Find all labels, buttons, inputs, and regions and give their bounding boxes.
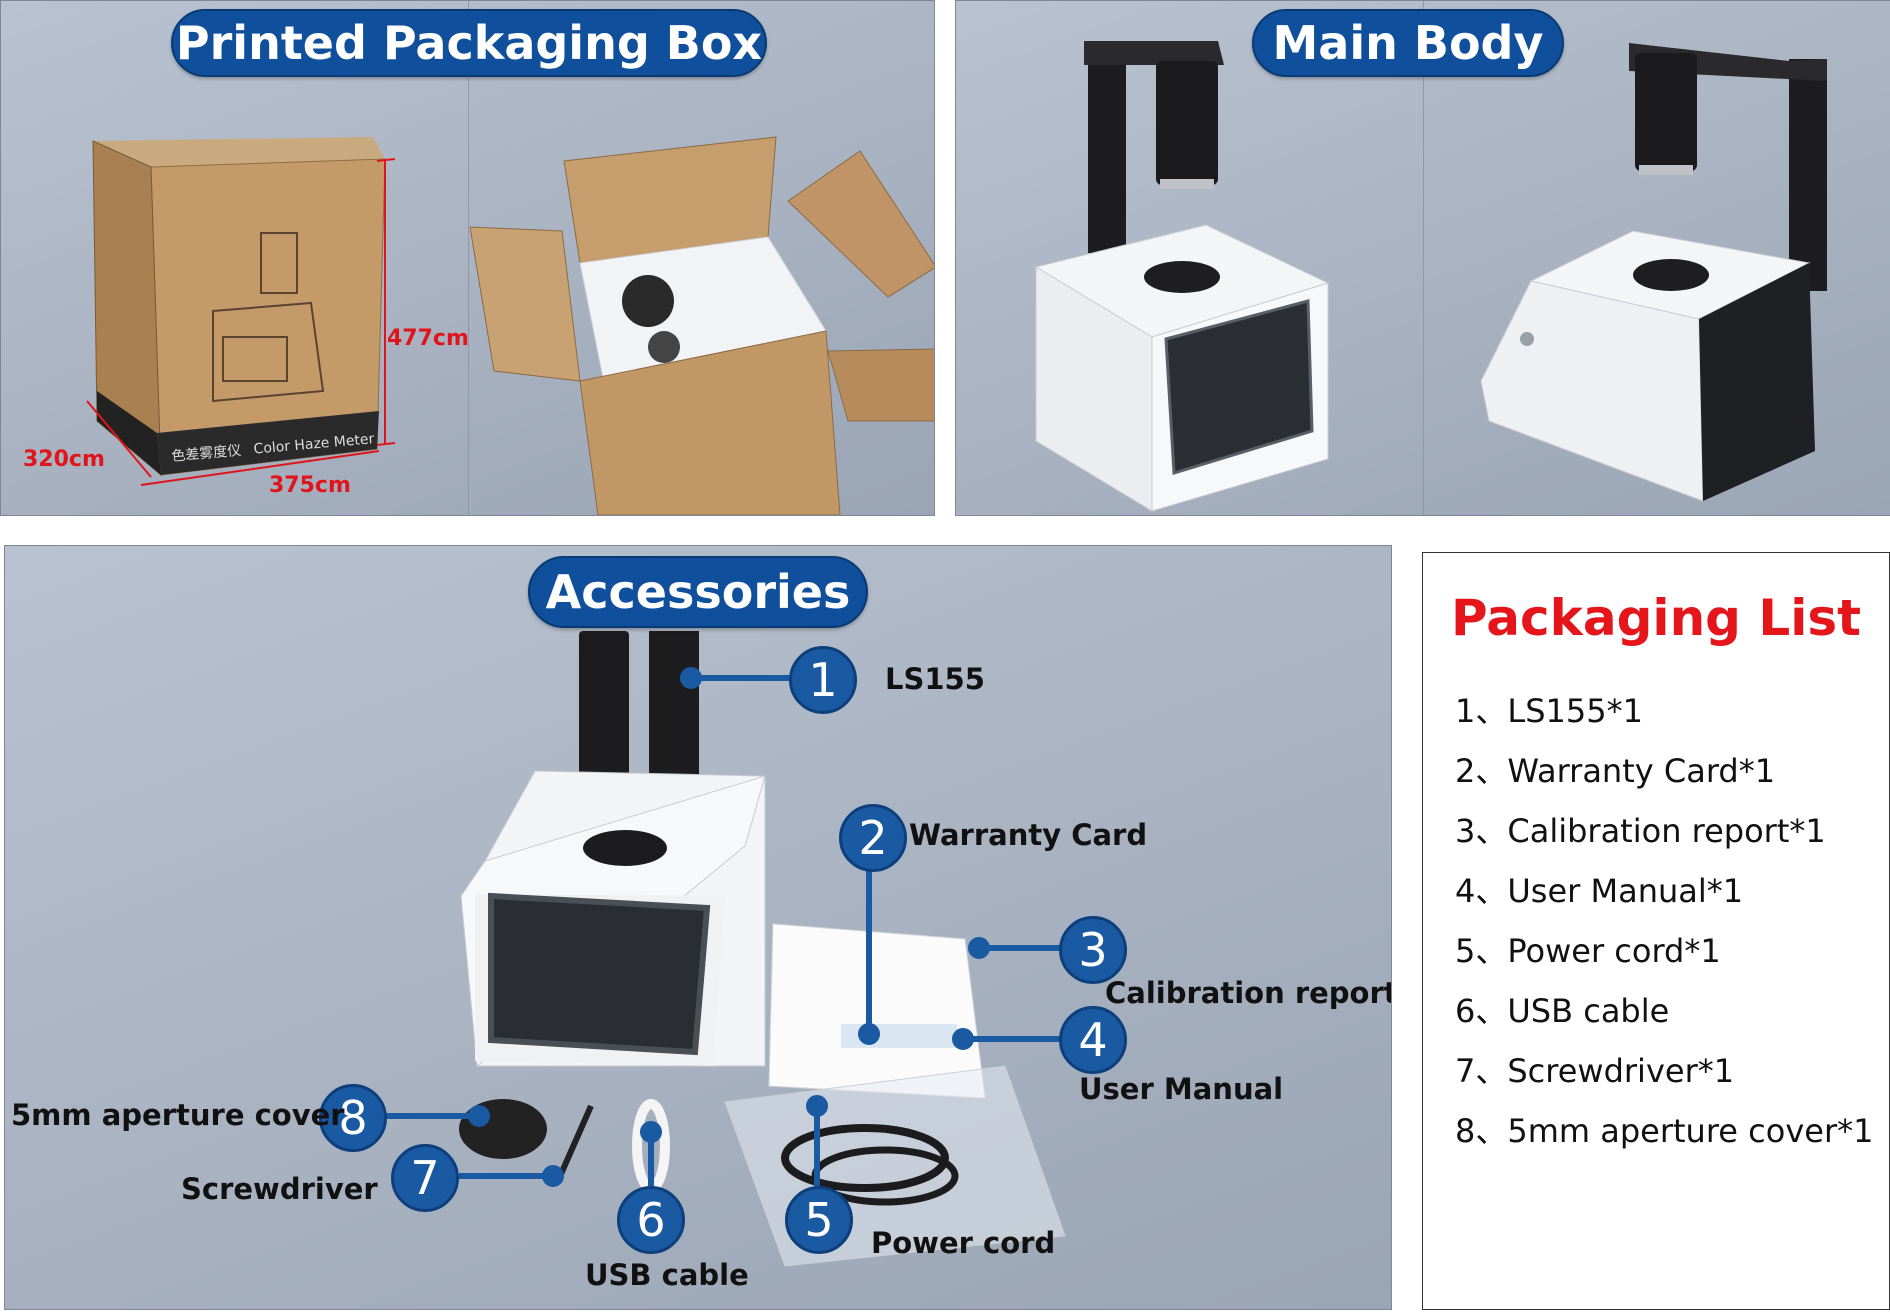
- main-body-back-photo: [1423, 1, 1890, 515]
- dim-width-label: 375cm: [269, 473, 351, 498]
- list-item: 6、USB cable: [1455, 992, 1670, 1030]
- callout-badge-7: 7: [391, 1144, 459, 1212]
- closed-box-photo: 477cm 320cm 375cm 色差雾度仪 Color Haze Meter: [1, 1, 469, 515]
- list-item: 3、Calibration report*1: [1455, 812, 1826, 850]
- callout-label-1: LS155: [885, 662, 985, 696]
- callout-label-2: Warranty Card: [909, 818, 1148, 852]
- list-item: 5、Power cord*1: [1455, 932, 1721, 970]
- closed-box-illustration: [86, 137, 396, 486]
- list-item: 8、5mm aperture cover*1: [1455, 1112, 1874, 1150]
- packaging-panel: 477cm 320cm 375cm 色差雾度仪 Color Haze Meter…: [0, 0, 935, 516]
- dim-depth-label: 320cm: [23, 447, 105, 472]
- callout-badge-2: 2: [839, 804, 907, 872]
- device-back-illustration: [1480, 43, 1827, 502]
- list-item: 7、Screwdriver*1: [1455, 1052, 1735, 1090]
- packaging-list-title: Packaging List: [1450, 589, 1862, 647]
- main-body-title: Main Body: [1252, 9, 1564, 77]
- callout-badge-3: 3: [1059, 916, 1127, 984]
- accessories-panel: Accessories 1 LS155 2 Warranty Card 3 Ca…: [4, 545, 1392, 1310]
- callout-badge-5: 5: [785, 1186, 853, 1254]
- callout-label-5: Power cord: [871, 1226, 1056, 1260]
- open-box-photo: [468, 1, 935, 515]
- list-item: 1、LS155*1: [1455, 692, 1643, 730]
- callout-badge-8: 8: [319, 1084, 387, 1152]
- main-body-panel: Main Body: [955, 0, 1890, 516]
- callout-badge-1: 1: [789, 646, 857, 714]
- list-item: 4、User Manual*1: [1455, 872, 1744, 910]
- main-body-front-photo: [956, 1, 1424, 515]
- dim-height-label: 477cm: [387, 326, 469, 351]
- callout-label-3: Calibration report: [1105, 976, 1392, 1010]
- callout-label-6: USB cable: [585, 1258, 749, 1292]
- callout-label-4: User Manual: [1079, 1072, 1284, 1106]
- accessories-illustration: [381, 631, 1075, 1267]
- packaging-list: 1、LS155*1 2、Warranty Card*1 3、Calibratio…: [1455, 681, 1873, 1161]
- device-front-illustration: [1034, 41, 1330, 512]
- callout-badge-4: 4: [1059, 1006, 1127, 1074]
- callout-label-7: Screwdriver: [181, 1172, 378, 1206]
- callout-label-8: 5mm aperture cover: [11, 1098, 345, 1132]
- accessories-title: Accessories: [528, 556, 868, 628]
- packaging-title: Printed Packaging Box: [171, 9, 767, 77]
- list-item: 2、Warranty Card*1: [1455, 752, 1776, 790]
- callout-badge-6: 6: [617, 1186, 685, 1254]
- packaging-list-panel: Packaging List 1、LS155*1 2、Warranty Card…: [1422, 552, 1890, 1310]
- open-box-illustration: [468, 136, 934, 515]
